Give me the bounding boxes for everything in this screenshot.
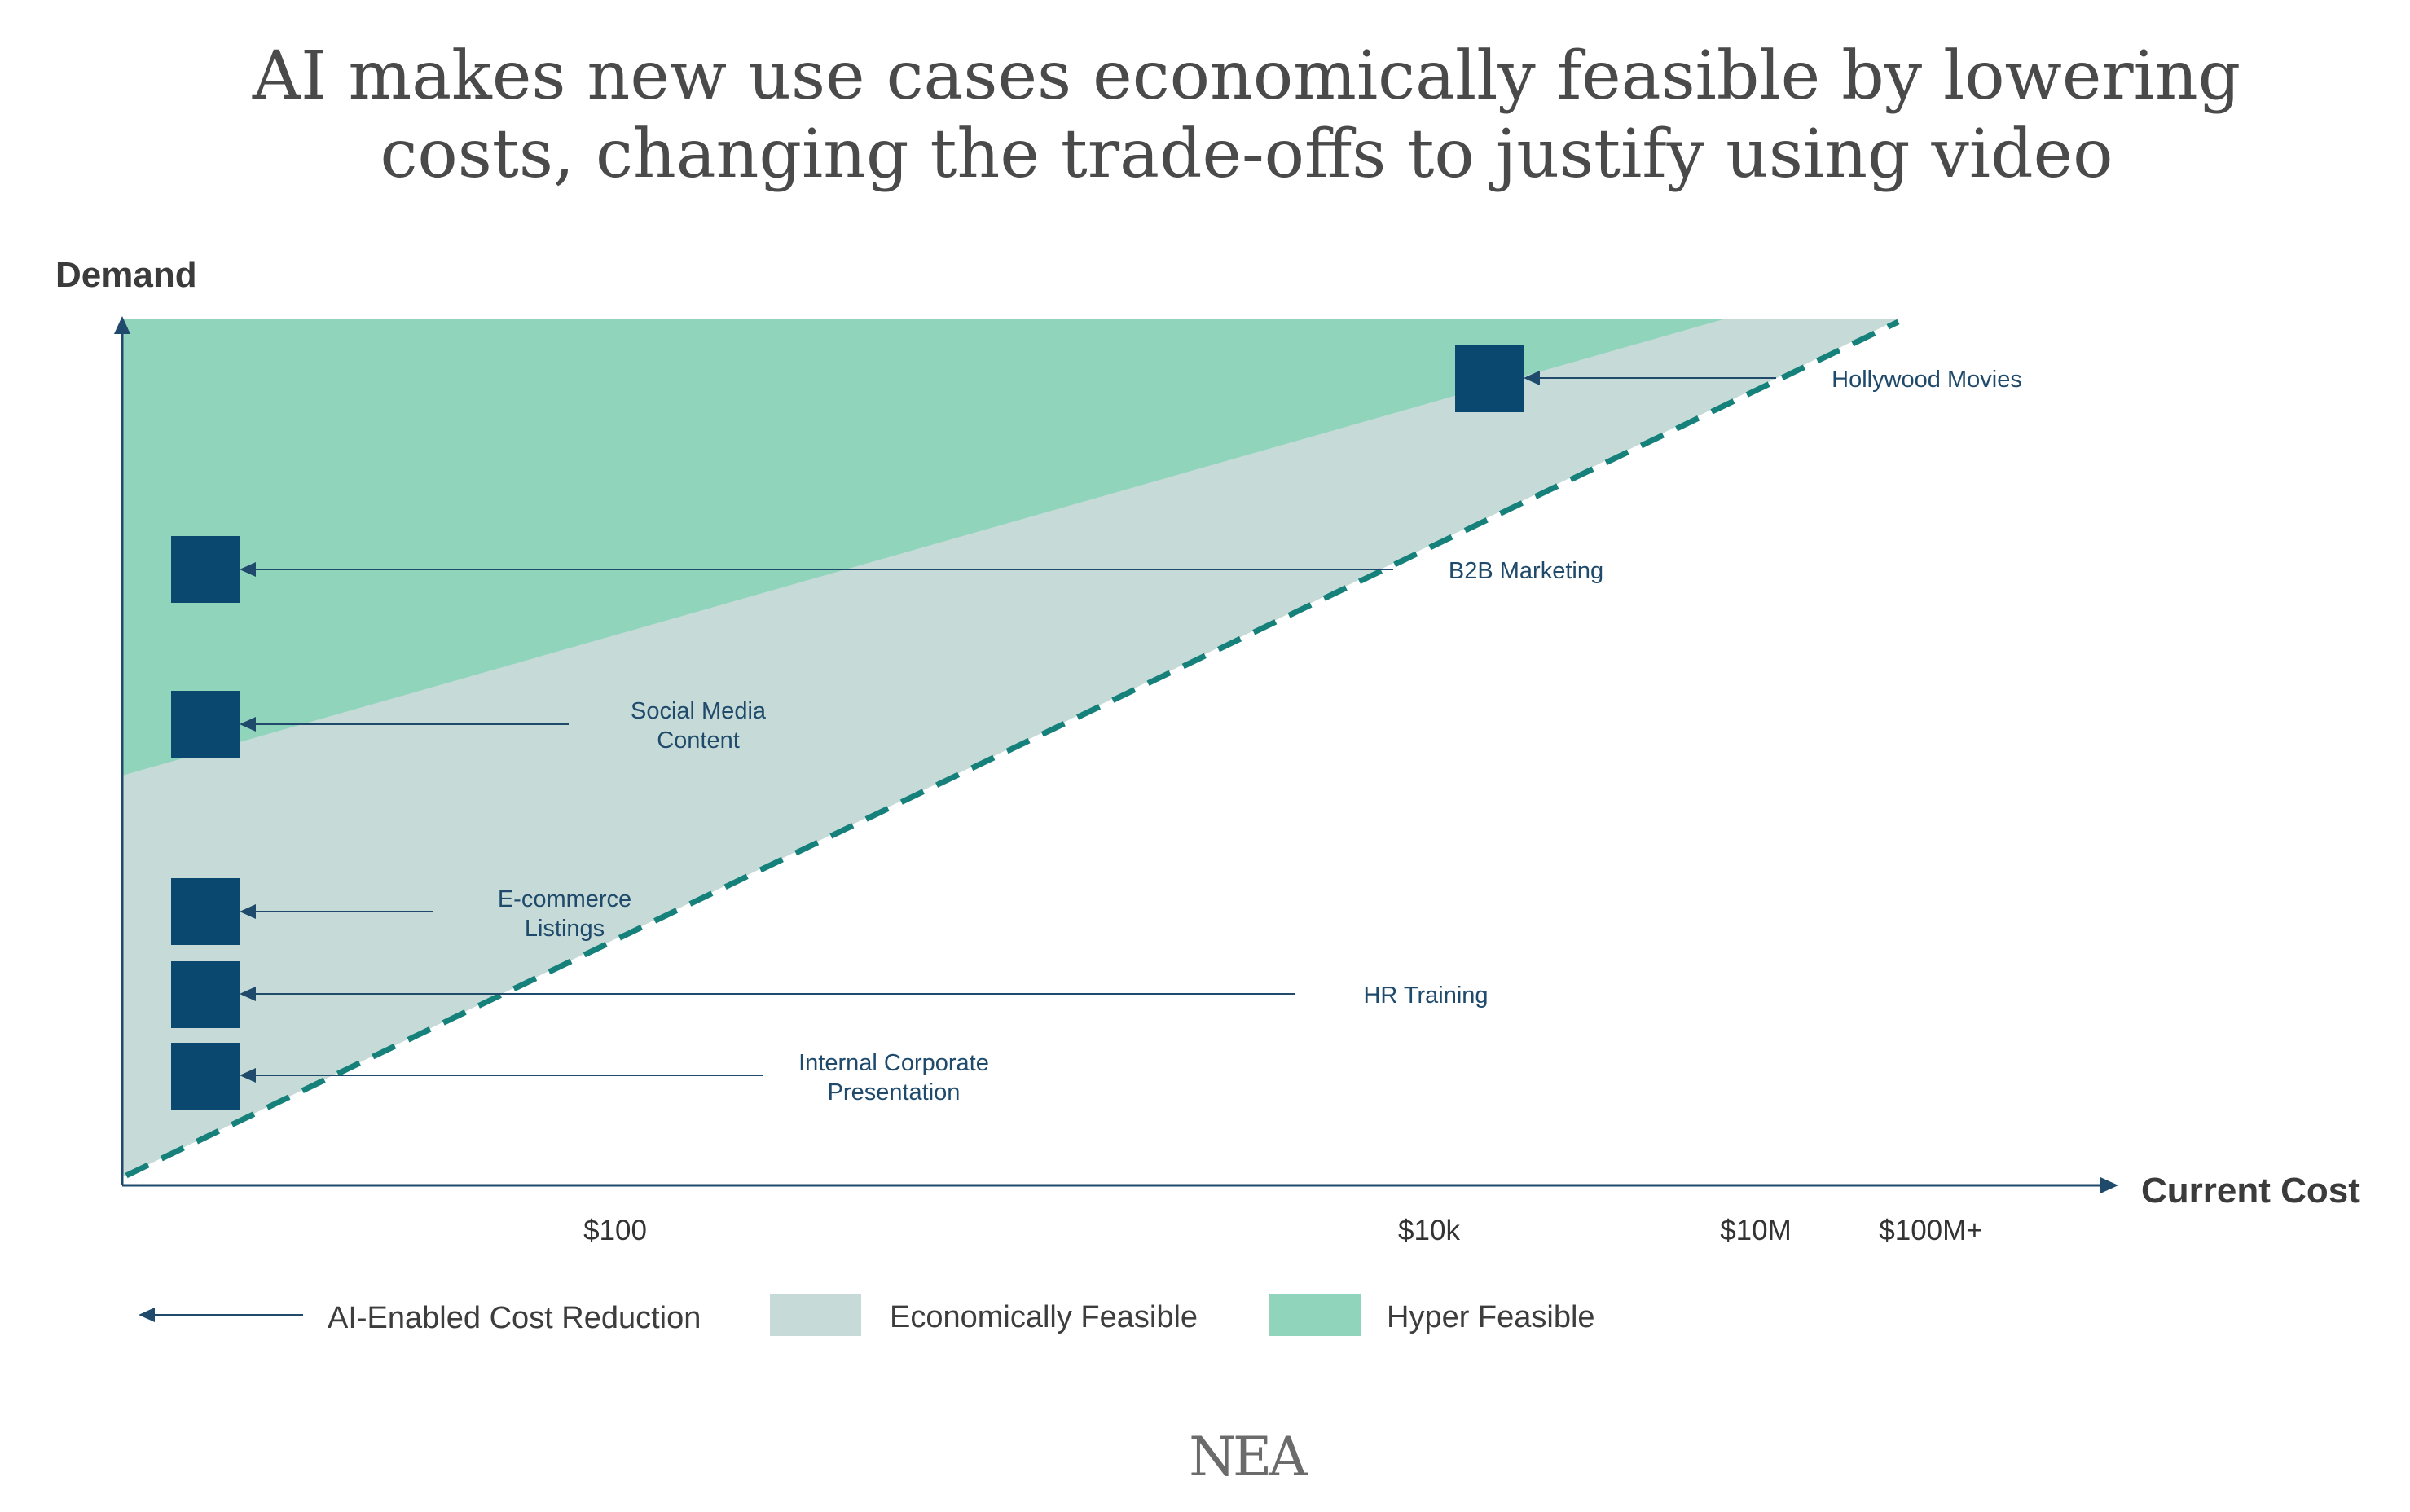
legend-economic-label: Economically Feasible <box>890 1300 1198 1334</box>
b2b-marketing-label: B2B Marketing <box>1449 558 1603 584</box>
legend: AI-Enabled Cost Reduction Economically F… <box>139 1294 1595 1336</box>
hr-training-arrowhead <box>240 987 256 1001</box>
hollywood-movies-marker <box>1455 345 1524 412</box>
legend-economic-swatch <box>770 1294 861 1336</box>
x-tick-label: $100 <box>583 1215 647 1246</box>
hr-training-marker <box>171 961 240 1028</box>
internal-presentation-label-line-2: Presentation <box>828 1079 961 1105</box>
social-media-arrowhead <box>240 717 256 732</box>
b2b-marketing-marker <box>171 536 240 603</box>
chart-title: AI makes new use cases economically feas… <box>114 37 2379 194</box>
social-media-label-line-1: Social Media <box>631 698 767 724</box>
social-media-label-line-2: Content <box>657 727 740 754</box>
x-tick-label: $100M+ <box>1879 1215 1982 1246</box>
ecommerce-marker <box>171 878 240 945</box>
social-media-marker <box>171 691 240 758</box>
legend-arrow-label: AI-Enabled Cost Reduction <box>328 1301 701 1335</box>
internal-presentation-arrowhead <box>240 1068 256 1083</box>
x-axis-arrowhead <box>2100 1177 2118 1193</box>
legend-hyper-swatch <box>1269 1294 1361 1336</box>
legend-arrowhead-icon <box>139 1308 155 1322</box>
nea-logo: NEA <box>1189 1426 1308 1488</box>
internal-presentation-marker <box>171 1043 240 1110</box>
ecommerce-label-line-2: Listings <box>525 916 605 942</box>
hyper-feasible-region <box>122 319 1723 776</box>
title-line-2: costs, changing the trade-offs to justif… <box>380 116 2113 193</box>
internal-presentation-label-line-1: Internal Corporate <box>798 1050 989 1076</box>
hr-training-label: HR Training <box>1363 982 1488 1009</box>
hollywood-movies-label: Hollywood Movies <box>1832 367 2022 393</box>
y-axis-label: Demand <box>55 255 197 295</box>
title-line-1: AI makes new use cases economically feas… <box>252 37 2241 115</box>
legend-hyper-label: Hyper Feasible <box>1387 1300 1595 1334</box>
feasibility-boundary-line <box>125 319 1900 1179</box>
ecommerce-label-line-1: E-commerce <box>498 886 631 912</box>
hollywood-movies-arrowhead <box>1524 371 1540 385</box>
x-tick-label: $10M <box>1720 1215 1792 1246</box>
x-tick-label: $10k <box>1398 1215 1460 1246</box>
b2b-marketing-arrowhead <box>240 562 256 577</box>
y-axis-arrowhead <box>114 316 130 334</box>
x-axis-label: Current Cost <box>2141 1171 2360 1211</box>
ecommerce-arrowhead <box>240 904 256 919</box>
